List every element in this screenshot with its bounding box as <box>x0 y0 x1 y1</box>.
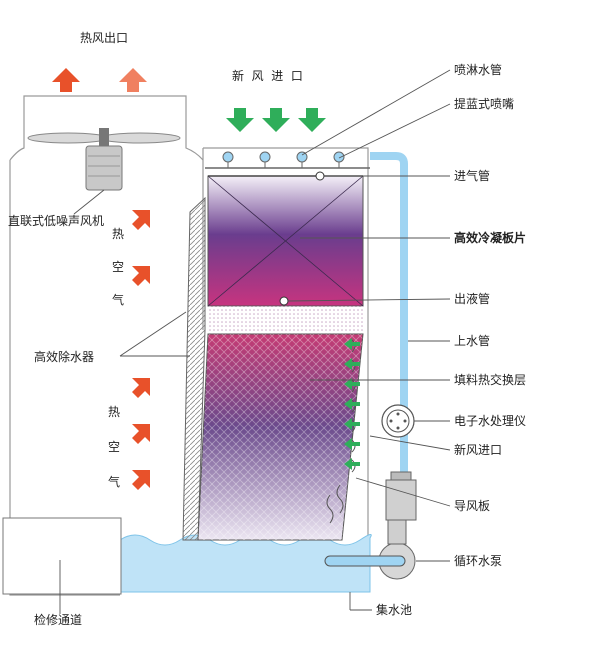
drift-eliminator <box>182 196 206 541</box>
label-hot-air-2-a: 热 <box>108 405 120 419</box>
arrow-down-icon <box>262 108 290 132</box>
leader-lines <box>59 69 451 614</box>
water-up-pipe <box>370 152 408 490</box>
arrow-left-icon <box>344 358 360 370</box>
label-fill-heat-exchange: 填料热交换层 <box>454 372 526 387</box>
water-treatment-device <box>381 404 415 438</box>
fill-heat-exchange-layer <box>197 333 364 541</box>
label-drift-eliminator: 高效除水器 <box>34 349 94 364</box>
label-condenser-plate: 高效冷凝板片 <box>454 230 526 245</box>
label-water-up-pipe: 上水管 <box>454 333 490 348</box>
label-air-guide-plate: 导风板 <box>454 499 490 513</box>
label-hot-air-1-b: 空 <box>112 260 124 274</box>
label-inlet-pipe: 进气管 <box>454 168 490 183</box>
arrow-up-icon <box>119 68 147 92</box>
arrow-diag-icon <box>132 470 150 490</box>
arrow-up-icon <box>52 68 80 92</box>
arrow-diag-icon <box>132 210 150 230</box>
label-circulating-pump: 循环水泵 <box>454 554 502 568</box>
liquid-outlet-port <box>279 296 289 306</box>
inlet-pipe-port <box>315 171 325 181</box>
label-fresh-air-inlet-side: 新风进口 <box>454 442 502 457</box>
arrow-down-icon <box>298 108 326 132</box>
label-maintenance-passage: 检修通道 <box>34 612 82 627</box>
hot-air-outlet-arrows <box>52 68 147 92</box>
arrow-down-icon <box>226 108 254 132</box>
label-fresh-air-inlet-top: 新 风 进 口 <box>232 68 303 83</box>
fresh-air-side-arrows <box>344 338 360 470</box>
label-basket-nozzle: 提蓝式喷嘴 <box>454 96 514 111</box>
fan <box>27 128 181 191</box>
maintenance-passage-box <box>2 517 122 595</box>
arrow-diag-icon <box>132 266 150 286</box>
arrow-left-icon <box>344 458 360 470</box>
hot-air-arrows-lower <box>132 378 150 490</box>
spray-zone <box>208 306 363 334</box>
arrow-left-icon <box>344 398 360 410</box>
label-spray-pipe: 喷淋水管 <box>454 62 502 77</box>
label-hot-air-1-a: 热 <box>112 227 124 241</box>
label-hot-air-2-c: 气 <box>108 474 120 489</box>
fan-motor <box>85 145 123 191</box>
spray-pipe <box>205 151 370 169</box>
label-water-treatment: 电子水处理仪 <box>454 414 526 428</box>
condenser-plate <box>207 175 364 307</box>
hot-air-arrows-upper <box>132 210 150 286</box>
arrow-left-icon <box>344 338 360 350</box>
label-hot-air-1-c: 气 <box>112 292 124 307</box>
label-hot-air-2-b: 空 <box>108 440 120 454</box>
arrow-left-icon <box>344 438 360 450</box>
circulating-pump <box>324 471 417 580</box>
label-liquid-outlet: 出液管 <box>454 291 490 306</box>
label-direct-fan: 直联式低噪声风机 <box>8 214 104 228</box>
arrow-diag-icon <box>132 378 150 398</box>
fresh-air-inlet-arrows <box>226 108 326 132</box>
label-water-basin: 集水池 <box>376 602 412 617</box>
label-hot-air-outlet: 热风出口 <box>80 31 128 45</box>
arrow-left-icon <box>344 418 360 430</box>
arrow-diag-icon <box>132 424 150 444</box>
arrow-left-icon <box>344 378 360 390</box>
